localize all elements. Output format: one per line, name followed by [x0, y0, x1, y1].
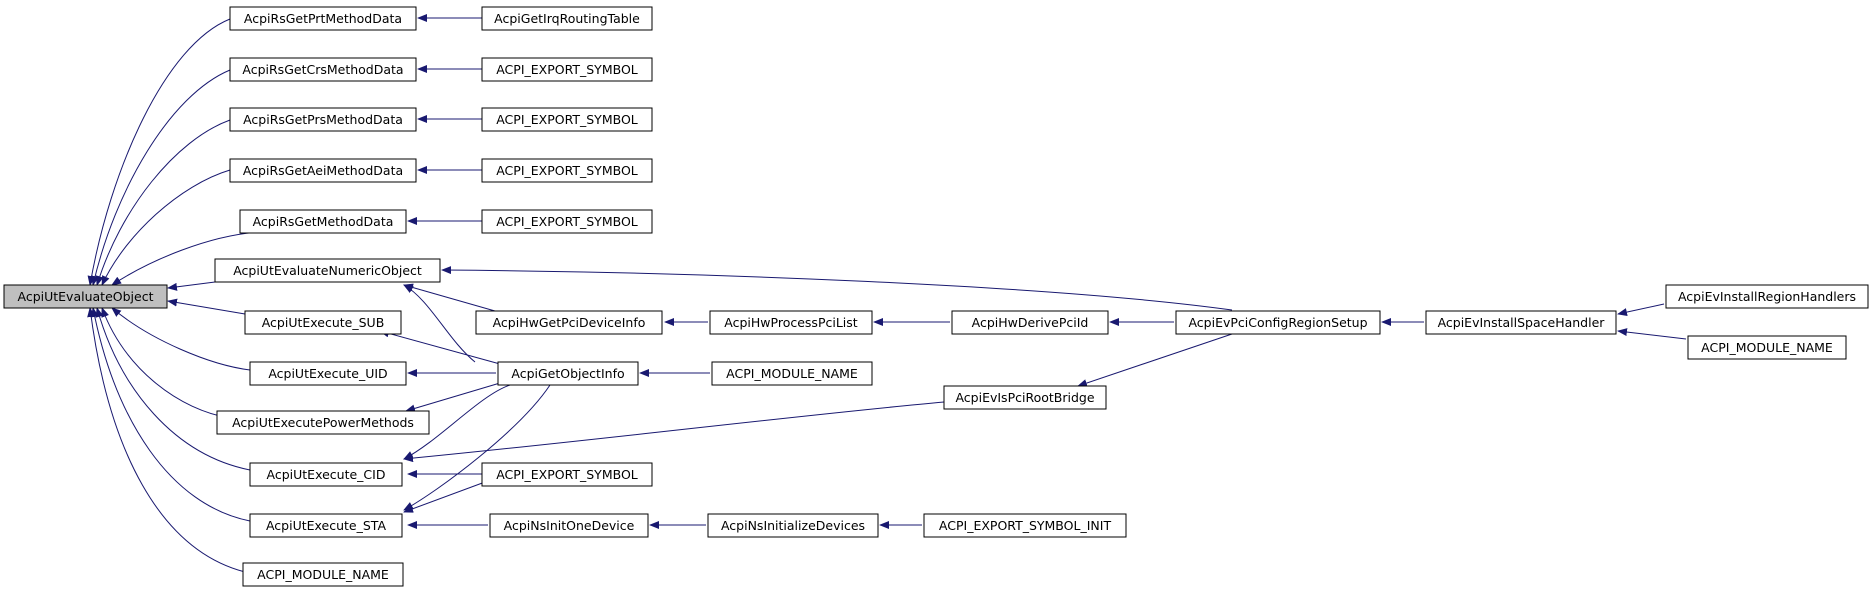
edge-rs-aei-to-root — [101, 169, 231, 286]
edge-hw-pci-dev-to-ut-numeric — [403, 283, 496, 312]
node-is-root-bridge[interactable]: AcpiEvIsPciRootBridge — [943, 385, 1107, 410]
edge-rs-method-to-root — [111, 231, 261, 286]
node-export-1-label: ACPI_EXPORT_SYMBOL — [496, 62, 638, 77]
node-rs-prs-label: AcpiRsGetPrsMethodData — [243, 112, 403, 127]
node-hw-derive-label: AcpiHwDerivePciId — [972, 315, 1089, 330]
node-rs-aei[interactable]: AcpiRsGetAeiMethodData — [229, 158, 417, 183]
node-install-space-label: AcpiEvInstallSpaceHandler — [1438, 315, 1606, 330]
node-export-3-label: ACPI_EXPORT_SYMBOL — [496, 163, 638, 178]
node-mod-name-3-label: ACPI_MODULE_NAME — [1701, 340, 1833, 355]
edge-ut-numeric-to-root — [167, 281, 216, 291]
node-irq-table[interactable]: AcpiGetIrqRoutingTable — [481, 6, 653, 31]
edge-ut-sub-to-root — [167, 298, 246, 315]
node-ut-sub[interactable]: AcpiUtExecute_SUB — [244, 310, 402, 335]
node-get-obj-info[interactable]: AcpiGetObjectInfo — [497, 361, 639, 386]
node-export-init[interactable]: ACPI_EXPORT_SYMBOL_INIT — [923, 513, 1127, 538]
node-irq-table-label: AcpiGetIrqRoutingTable — [494, 11, 640, 26]
node-mod-name-2-label: ACPI_MODULE_NAME — [726, 366, 858, 381]
node-hw-proc-pci-label: AcpiHwProcessPciList — [724, 315, 857, 330]
node-ut-uid-label: AcpiUtExecute_UID — [268, 366, 387, 381]
edge-rs-prt-to-root — [87, 18, 231, 286]
node-rs-crs[interactable]: AcpiRsGetCrsMethodData — [229, 57, 417, 82]
edge-export-5-to-ut-sta — [403, 481, 486, 513]
node-ns-init-one[interactable]: AcpiNsInitOneDevice — [489, 513, 649, 538]
node-ut-uid[interactable]: AcpiUtExecute_UID — [249, 361, 407, 386]
node-ut-cid[interactable]: AcpiUtExecute_CID — [249, 462, 403, 487]
edge-is-root-bridge-to-ut-cid — [403, 401, 945, 463]
node-mod-name-1[interactable]: ACPI_MODULE_NAME — [242, 562, 404, 587]
edge-rs-prs-to-root — [95, 119, 231, 286]
node-export-1[interactable]: ACPI_EXPORT_SYMBOL — [481, 57, 653, 82]
edge-mod-name-1-to-root — [87, 307, 246, 573]
node-ut-sta[interactable]: AcpiUtExecute_STA — [249, 513, 403, 538]
edge-mod-name-3-to-install-space — [1617, 328, 1687, 340]
node-export-5-label: ACPI_EXPORT_SYMBOL — [496, 467, 638, 482]
node-export-2[interactable]: ACPI_EXPORT_SYMBOL — [481, 107, 653, 132]
node-rs-method[interactable]: AcpiRsGetMethodData — [239, 209, 407, 234]
node-rs-prs[interactable]: AcpiRsGetPrsMethodData — [229, 107, 417, 132]
node-ns-init-devs[interactable]: AcpiNsInitializeDevices — [707, 513, 879, 538]
edge-get-obj-info-to-ut-numeric — [403, 284, 476, 363]
edge-ut-cid-to-root — [95, 307, 251, 471]
node-mod-name-2[interactable]: ACPI_MODULE_NAME — [711, 361, 873, 386]
edge-pci-cfg-to-ut-numeric — [441, 266, 1233, 311]
node-ut-sub-label: AcpiUtExecute_SUB — [262, 315, 385, 330]
node-pci-cfg-setup[interactable]: AcpiEvPciConfigRegionSetup — [1175, 310, 1381, 335]
node-ns-init-devs-label: AcpiNsInitializeDevices — [721, 518, 865, 533]
node-export-5[interactable]: ACPI_EXPORT_SYMBOL — [481, 462, 653, 487]
node-get-obj-info-label: AcpiGetObjectInfo — [511, 366, 624, 381]
node-mod-name-3[interactable]: ACPI_MODULE_NAME — [1687, 335, 1847, 360]
edges — [87, 14, 1687, 573]
edge-ut-power-to-root — [101, 307, 231, 419]
node-ut-sta-label: AcpiUtExecute_STA — [266, 518, 386, 533]
node-export-3[interactable]: ACPI_EXPORT_SYMBOL — [481, 158, 653, 183]
node-is-root-bridge-label: AcpiEvIsPciRootBridge — [955, 390, 1094, 405]
node-install-space[interactable]: AcpiEvInstallSpaceHandler — [1425, 310, 1617, 335]
node-ut-numeric-label: AcpiUtEvaluateNumericObject — [233, 263, 422, 278]
node-root[interactable]: AcpiUtEvaluateObject — [3, 284, 168, 309]
node-install-region-label: AcpiEvInstallRegionHandlers — [1678, 289, 1856, 304]
edge-rs-crs-to-root — [91, 69, 231, 286]
node-pci-cfg-setup-label: AcpiEvPciConfigRegionSetup — [1188, 315, 1367, 330]
node-rs-crs-label: AcpiRsGetCrsMethodData — [242, 62, 403, 77]
node-install-region[interactable]: AcpiEvInstallRegionHandlers — [1665, 284, 1869, 309]
edge-get-obj-info-to-ut-power — [405, 382, 501, 413]
node-ut-numeric[interactable]: AcpiUtEvaluateNumericObject — [214, 258, 441, 283]
node-mod-name-1-label: ACPI_MODULE_NAME — [257, 567, 389, 582]
edge-ut-sta-to-root — [90, 307, 251, 522]
node-export-init-label: ACPI_EXPORT_SYMBOL_INIT — [939, 518, 1112, 533]
node-export-4-label: ACPI_EXPORT_SYMBOL — [496, 214, 638, 229]
edge-pci-cfg-to-is-root-bridge — [1077, 333, 1233, 387]
edge-ut-uid-to-root — [111, 307, 251, 371]
node-rs-method-label: AcpiRsGetMethodData — [253, 214, 394, 229]
node-export-4[interactable]: ACPI_EXPORT_SYMBOL — [481, 209, 653, 234]
node-hw-derive[interactable]: AcpiHwDerivePciId — [951, 310, 1109, 335]
node-export-2-label: ACPI_EXPORT_SYMBOL — [496, 112, 638, 127]
node-ut-power[interactable]: AcpiUtExecutePowerMethods — [216, 410, 430, 435]
node-root-label: AcpiUtEvaluateObject — [18, 289, 154, 304]
node-hw-pci-dev[interactable]: AcpiHwGetPciDeviceInfo — [475, 310, 663, 335]
edge-get-obj-info-to-ut-sta — [403, 384, 551, 511]
nodes: AcpiUtEvaluateObject AcpiRsGetPrtMethodD… — [3, 6, 1869, 587]
node-rs-prt-label: AcpiRsGetPrtMethodData — [244, 11, 402, 26]
node-hw-pci-dev-label: AcpiHwGetPciDeviceInfo — [493, 315, 646, 330]
node-ns-init-one-label: AcpiNsInitOneDevice — [504, 518, 635, 533]
node-hw-proc-pci[interactable]: AcpiHwProcessPciList — [709, 310, 873, 335]
node-rs-prt[interactable]: AcpiRsGetPrtMethodData — [229, 6, 417, 31]
node-rs-aei-label: AcpiRsGetAeiMethodData — [243, 163, 403, 178]
edge-get-obj-info-to-ut-cid — [403, 384, 511, 460]
edge-get-obj-info-to-ut-sub — [379, 329, 501, 365]
edge-install-region-to-install-space — [1617, 303, 1665, 316]
node-ut-cid-label: AcpiUtExecute_CID — [267, 467, 386, 482]
node-ut-power-label: AcpiUtExecutePowerMethods — [232, 415, 414, 430]
